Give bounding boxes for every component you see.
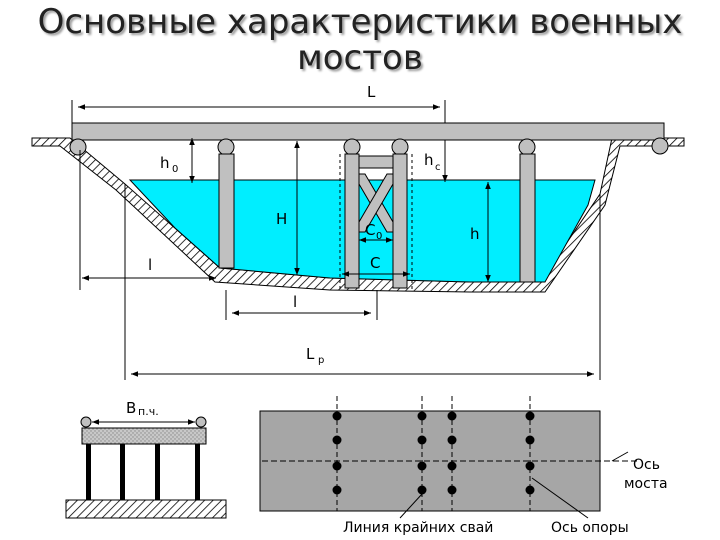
pier-left xyxy=(217,138,235,269)
label-L: L xyxy=(367,83,376,101)
right-abutment-bearing xyxy=(651,137,669,155)
label-C: C xyxy=(370,254,380,272)
plan-view xyxy=(259,396,640,519)
label-pile-line: Линия крайних свай xyxy=(343,520,493,536)
label-l-left: l xyxy=(148,256,152,274)
label-hc-sub: c xyxy=(435,162,441,173)
label-h0: h xyxy=(160,154,170,172)
label-hc: h xyxy=(424,151,434,169)
label-H: H xyxy=(276,210,287,228)
central-braced-pier xyxy=(339,138,413,290)
slide-title-line1: Основные характеристики военных xyxy=(37,2,683,42)
label-C0-sub: 0 xyxy=(376,231,382,242)
label-bpch-sub: п.ч. xyxy=(138,405,159,418)
label-support-axis: Ось опоры xyxy=(551,520,629,536)
label-axis-bridge-2: моста xyxy=(624,476,668,492)
label-h0-sub: 0 xyxy=(172,164,178,175)
pier-right xyxy=(518,138,536,283)
label-Lp-sub: p xyxy=(318,355,324,366)
dimension-lines xyxy=(71,100,601,380)
cross-section xyxy=(65,416,227,519)
label-bpch: B xyxy=(126,399,136,417)
label-axis-bridge-1: Ось xyxy=(633,457,660,473)
label-C0: C xyxy=(365,221,375,239)
label-Lp: L xyxy=(306,345,315,363)
label-l-bottom: l xyxy=(293,293,297,311)
left-abutment-bearing xyxy=(69,138,87,156)
bridge-deck xyxy=(71,122,665,141)
label-h: h xyxy=(470,225,480,243)
slide-title-line2: мостов xyxy=(297,38,423,78)
